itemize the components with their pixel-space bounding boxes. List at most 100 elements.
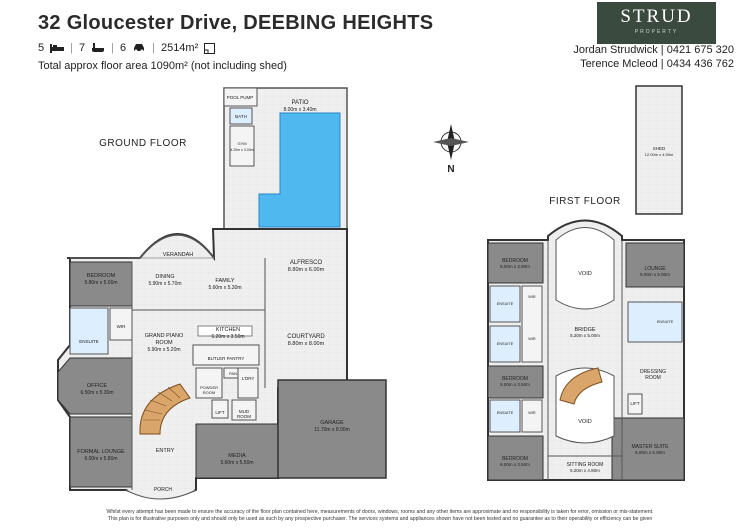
room-label: ENSUITE <box>497 411 514 415</box>
room-label: ALFRESCO <box>290 260 323 266</box>
room-dim: 5.20m x 5.00m <box>570 333 600 338</box>
agent-contact: Terence Mcleod | 0434 436 762 <box>580 58 734 70</box>
void-1 <box>555 227 615 310</box>
room-label: ROOM <box>203 390 215 395</box>
room-label: FORMAL LOUNGE <box>77 449 125 455</box>
room-label: ENSUITE <box>657 320 674 324</box>
room-label: OFFICE <box>87 383 107 389</box>
lounge-room <box>625 242 685 288</box>
room-label: MASTER SUITE <box>632 444 670 450</box>
room-label: PAN <box>229 371 237 376</box>
room-label: MUD <box>239 409 250 414</box>
room-label: BRIDGE <box>574 327 595 333</box>
room-dim: 5.00m x 3.50m <box>500 382 530 387</box>
room-label: WIR <box>117 324 126 329</box>
pool <box>258 112 341 228</box>
room-dim: 6.00m x 3.50m <box>500 462 530 467</box>
room-dim: 5.00m x 5.00m <box>640 272 670 277</box>
room-label: SHED <box>653 146 666 151</box>
room-dim: 5.60m x 5.50m <box>220 460 253 466</box>
room-dim: 8.00m x 3.40m <box>283 107 316 113</box>
bed-count: 5 <box>38 42 45 54</box>
room-label: ENSUITE <box>497 342 514 346</box>
room-label: PORCH <box>154 487 172 493</box>
room-dim: 6.00m x 5.90m <box>635 450 665 455</box>
room-label: WIR <box>528 411 536 415</box>
room-label: ENTRY <box>156 448 175 454</box>
room-label: MEDIA <box>228 453 246 459</box>
property-specs: 5 | 7 | 6 | 2514m² <box>38 42 216 54</box>
room-dim: 4.20m x 3.00m <box>230 148 253 152</box>
first-floor-label: FIRST FLOOR <box>549 196 620 207</box>
room-dim: 8.80m x 8.00m <box>288 341 325 347</box>
disclaimer: Whilst every attempt has been made to en… <box>40 509 720 523</box>
property-title: 32 Gloucester Drive, DEEBING HEIGHTS <box>38 12 434 34</box>
room-label: POOL PUMP <box>227 95 254 100</box>
room-label: BUTLER PANTRY <box>208 356 245 361</box>
room-label: ROOM <box>237 414 251 419</box>
room-label: BEDROOM <box>502 376 528 382</box>
room-dim: 5.90m x 5.20m <box>147 347 180 353</box>
room-label: VERANDAH <box>163 252 194 258</box>
room-label: DRESSING <box>640 369 666 375</box>
garage-room <box>277 379 387 479</box>
room-dim: 5.80m x 5.00m <box>84 280 117 286</box>
bedroom-2 <box>487 365 544 399</box>
room-dim: 11.70m x 8.00m <box>314 427 349 433</box>
room-label: ENSUITE <box>79 339 99 344</box>
car-count: 6 <box>119 42 127 54</box>
room-dim: 5.00m x 3.90m <box>500 264 530 269</box>
room-label: LIFT <box>215 410 225 415</box>
room-label: L'DRY <box>242 376 255 381</box>
agent-name: Jordan Strudwick <box>573 44 658 56</box>
shed-building <box>635 85 683 215</box>
agency-logo: STRUD PROPERTY <box>597 2 716 44</box>
pool-pump-room <box>223 87 258 107</box>
land-size: 2514m² <box>160 42 199 54</box>
first-staircase <box>559 367 603 405</box>
room-label: BEDROOM <box>87 273 116 279</box>
room-label: ROOM <box>155 340 173 346</box>
ground-staircase <box>139 383 191 435</box>
room-dim: 6.20m x 3.50m <box>211 334 244 340</box>
room-label: BATH <box>235 114 247 119</box>
agent-phone: 0421 675 320 <box>666 44 734 56</box>
bath-count: 7 <box>78 42 86 54</box>
bedroom-1 <box>487 242 544 284</box>
room-label: DINING <box>155 274 174 280</box>
room-label: PATIO <box>291 100 308 106</box>
compass <box>433 124 469 160</box>
north-label: N <box>447 164 454 175</box>
room-dim: 12.00m x 4.50m <box>645 152 674 157</box>
bedroom-ground <box>69 261 133 307</box>
agent-contact: Jordan Strudwick | 0421 675 320 <box>573 44 734 56</box>
room-label: POWDER <box>200 385 218 390</box>
car-icon <box>134 44 145 53</box>
room-label: WIR <box>528 295 536 299</box>
room-label: KITCHEN <box>216 327 240 333</box>
room-label: BEDROOM <box>502 456 528 462</box>
room-dim: 5.90m x 5.70m <box>148 281 181 287</box>
room-label: VOID <box>578 271 591 277</box>
room-dim: 8.80m x 6.00m <box>288 267 325 273</box>
logo-sub: PROPERTY <box>634 29 679 35</box>
logo-main: STRUD <box>620 6 693 27</box>
floor-area-note: Total approx floor area 1090m² (not incl… <box>38 60 287 72</box>
room-dim: 6.00m x 5.80m <box>84 456 117 462</box>
agent-phone: 0434 436 762 <box>666 58 734 70</box>
gym-room <box>229 125 255 167</box>
room-label: FAMILY <box>215 278 234 284</box>
disclaimer-line: This plan is for illustrative purposes o… <box>107 516 653 522</box>
room-label: ENSUITE <box>497 302 514 306</box>
bath-icon <box>92 43 105 52</box>
room-label: LIFT <box>630 401 640 406</box>
room-label: VOID <box>578 419 591 425</box>
ground-floor-label: GROUND FLOOR <box>99 138 187 149</box>
room-label: WIR <box>528 337 536 341</box>
room-label: GYM <box>237 141 246 146</box>
verandah-outline <box>139 234 215 259</box>
room-dim: 5.60m x 5.30m <box>208 285 241 291</box>
ensuite-ground <box>69 307 109 355</box>
bed-icon <box>50 43 65 53</box>
